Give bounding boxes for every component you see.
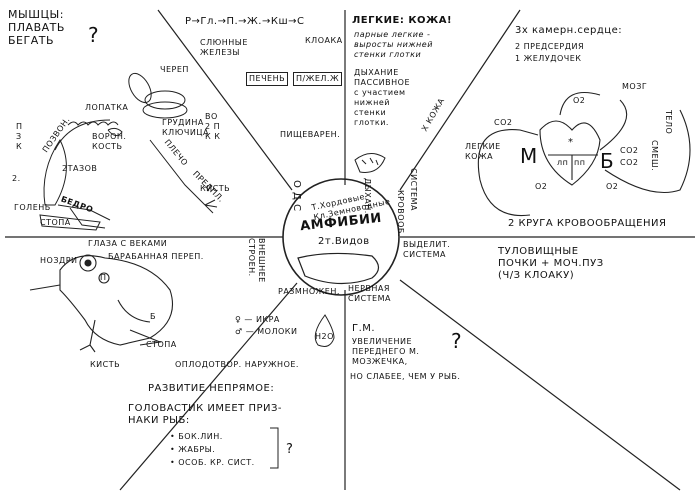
co2-a: CO2 (494, 118, 513, 127)
heart-title: 3х камерн.сердце: (515, 25, 623, 36)
repro-male: ♂ — МОЛОКИ (235, 327, 298, 336)
o2-c: O2 (606, 182, 619, 191)
heart-big-m: М (520, 144, 538, 168)
water-drop-icon (314, 314, 335, 347)
heart-big-b: Б (600, 149, 615, 173)
nerve-gm: Г.М. (352, 323, 376, 334)
nerve-title: НЕРВНАЯ СИСТЕМА (348, 284, 391, 303)
co2-b: CO2 (620, 146, 639, 155)
center-frog-icon (297, 252, 380, 285)
golen-label: ГОЛЕНЬ (14, 203, 51, 212)
excr-text: ТУЛОВИЩНЫЕ ПОЧКИ + МОЧ.ПУЗ (Ч/З КЛОАКУ) (498, 246, 604, 281)
co2-c: CO2 (620, 158, 639, 167)
digest-chain: Р→Гл.→П.→Ж.→Кш→С (185, 16, 305, 27)
repro-b2: • ЖАБРЫ. (170, 445, 216, 454)
frog-p-label: П (100, 273, 107, 282)
frog-b-label: Б (150, 312, 156, 321)
frog-kist-label: КИСТЬ (90, 360, 121, 369)
divider-top-left (157, 9, 293, 191)
repro-text1: ОПЛОДОТВОР. НАРУЖНОЕ. (175, 360, 299, 369)
kloaka-label: КЛОАКА (305, 36, 343, 45)
breath-title: ЛЕГКИЕ: КОЖА! (352, 15, 453, 26)
krov-label: КРОВООБ. (396, 190, 405, 237)
frog-stopa-label: СТОПА (146, 340, 177, 349)
nerve-q: ? (451, 329, 463, 353)
breath-dykh: ДЫХАН. (363, 178, 372, 214)
vneshnee-label: ВНЕШНЕЕ СТРОЕН. (247, 238, 266, 283)
mozg-label: МОЗГ (622, 82, 648, 91)
circulation-icon (477, 91, 691, 217)
baraban-label: БАРАБАННАЯ ПЕРЕП. (108, 252, 204, 261)
nozdri-label: НОЗДРИ (40, 256, 78, 265)
stopa-label: СТОПА (40, 218, 71, 227)
kruga-label: 2 КРУГА КРОВООБРАЩЕНИЯ (508, 218, 667, 229)
frog-icon (29, 254, 174, 353)
muscles-two: 2. (12, 174, 21, 183)
excr-title: ВЫДЕЛИТ. СИСТЕМА (403, 240, 451, 259)
ods-label: О Д С (291, 180, 302, 212)
telo-label: ТЕЛО (664, 110, 673, 135)
tazov-label: 2ТАЗОВ (62, 164, 98, 173)
bullet-bracket-icon (270, 427, 279, 469)
nerve-text: УВЕЛИЧЕНИЕ ПЕРЕДНЕГО М. МОЗЖЕЧКА, (352, 337, 420, 366)
lopatka-label: ЛОПАТКА (85, 103, 129, 112)
repro-text2: РАЗВИТИЕ НЕПРЯМОЕ: (148, 383, 275, 394)
breath-sistema: СИСТЕМА (409, 168, 418, 211)
center-species: 2т.Видов (318, 236, 370, 247)
pechen-label: ПЕЧЕНЬ (246, 72, 289, 86)
pzk-label: П З К (16, 122, 23, 151)
heart-lp: лп (557, 158, 569, 167)
glaza-label: ГЛАЗА С ВЕКАМИ (88, 239, 168, 248)
center-circle (282, 178, 400, 296)
repro-h2o: H2O (315, 332, 334, 341)
throat-icon (354, 153, 386, 173)
vorona-label: ВОРОН. КОСТЬ (92, 132, 127, 151)
o2-b: O2 (535, 182, 548, 191)
divider-bottom-left (119, 282, 298, 491)
cherep-label: ЧЕРЕП (160, 65, 189, 74)
vo-p-label: ВО 2 П К К (205, 112, 221, 141)
pzhel-label: П/ЖЕЛ.Ж (293, 72, 343, 86)
heart-line2: 1 ЖЕЛУДОЧЕК (515, 54, 582, 63)
breath-text2: ДЫХАНИЕ ПАССИВНОЕ с участием нижней стен… (354, 68, 410, 127)
muscles-question: МЫШЦЫ: ПЛАВАТЬ БЕГАТЬ (8, 8, 65, 47)
muscles-qmark: ? (88, 23, 100, 47)
kist-label: КИСТЬ (200, 184, 231, 193)
skeleton-icon (39, 72, 218, 231)
breath-text1: парные легкие - выросты нижней стенки гл… (354, 30, 433, 59)
heart-pp: пп (574, 158, 586, 167)
repro-title: РАЗМНОЖЕН. (278, 287, 340, 296)
repro-b1: • БОК.ЛИН. (170, 432, 223, 441)
repro-q: ? (286, 442, 294, 457)
o2-a: O2 (573, 96, 586, 105)
repro-b3: • ОСОБ. КР. СИСТ. (170, 458, 255, 467)
grudina-label: ГРУДИНА КЛЮЧИЦА (162, 118, 209, 137)
heart-line1: 2 ПРЕДСЕРДИЯ (515, 42, 585, 51)
smesh-label: СМЕШ. (650, 140, 659, 172)
nerve-text2: НО СЛАБЕЕ, ЧЕМ У РЫБ. (350, 372, 461, 381)
slyunnye-label: СЛЮННЫЕ ЖЕЛЕЗЫ (200, 38, 248, 57)
repro-text3: ГОЛОВАСТИК ИМЕЕТ ПРИЗ- НАКИ РЫБ: (128, 403, 282, 426)
repro-female: ♀ — ИКРА (235, 315, 280, 324)
legkie-label: ЛЕГКИЕ КОЖА (465, 142, 501, 161)
digest-label: ПИЩЕВАРЕН. (280, 130, 341, 139)
divider-bottom-right (399, 279, 681, 491)
divider-top-right (399, 9, 521, 191)
heart-star: * (568, 137, 574, 148)
